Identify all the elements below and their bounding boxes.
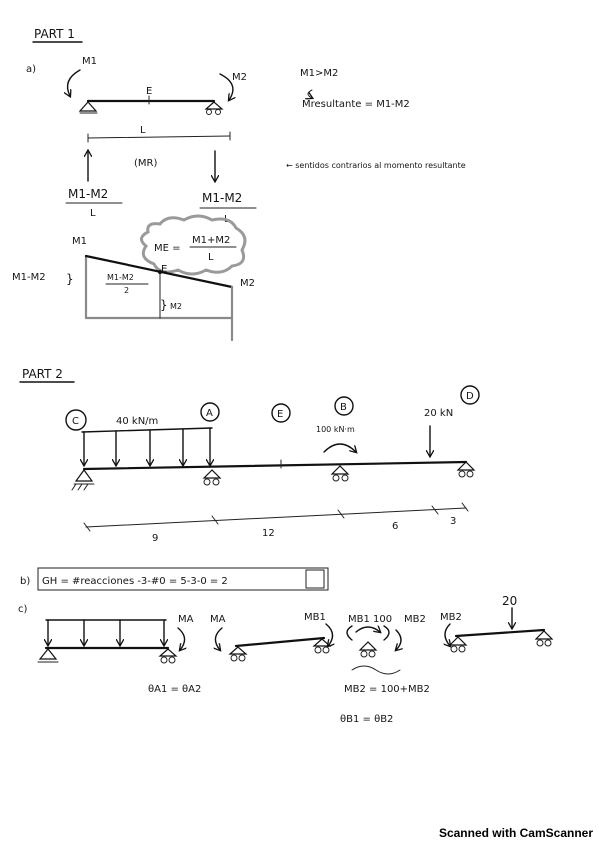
part-b-formula: GH = #reacciones -3-#0 = 5-3-0 = 2 [42,576,228,587]
ma-label-2: MA [210,614,226,625]
diag-m2-bottom: M2 [170,302,182,311]
node-a: A [206,408,213,419]
diag-e: E [161,264,167,275]
me-callout-cloud [140,214,247,276]
part1-l-label: L [140,125,146,136]
mb-left-arc [346,625,353,641]
dim-3: 3 [450,516,456,527]
node-e-circle [271,403,291,423]
part1-condition: M1>M2 [300,68,338,79]
segment-bd [448,628,554,653]
part1-m-r: (MR) [134,158,157,169]
load-20-label: 20 [502,594,517,608]
part1-beam [78,95,224,115]
node-a-circle [200,402,220,422]
mb2-label-1: MB2 [404,614,426,625]
mb-center-arrow [355,627,380,632]
mb1-100-label: MB1 100 [348,614,392,625]
m1-moment-arrow [68,69,81,96]
diag-brace-m2: } [160,298,168,312]
part1-item-a: a) [26,64,36,75]
mb2-arrow-2 [445,623,450,646]
part-b-box [37,567,329,591]
part1-m2: M2 [232,72,247,83]
theta-b-eq: θB1 = θB2 [340,714,393,725]
me-den: L [208,252,214,263]
diag-brace-left: } [66,272,74,286]
me-label: ME = [154,243,181,254]
node-c-circle [65,409,87,431]
node-b: B [340,402,347,413]
camscanner-watermark: Scanned with CamScanner [438,826,593,840]
segment-ab [228,636,332,662]
diag-m1-top: M1 [72,236,87,247]
mr-small-arrow [308,89,312,98]
part1-e-label: E [146,86,152,97]
segment-ca [37,619,178,664]
node-b-circle [334,396,354,416]
mb1-label: MB1 [304,612,326,623]
mb2-squiggle [351,665,401,675]
mb-right-arc [383,625,390,641]
dim-9: 9 [152,533,158,544]
diag-m1-m2: M1-M2 [12,272,46,283]
part1-heading: PART 1 [34,27,75,41]
react-right-num: M1-M2 [202,191,242,205]
part1-note: ← sentidos contrarios al momento resulta… [286,161,466,170]
part1-m1: M1 [82,56,97,67]
part2-dimension-line [83,502,469,532]
node-d-circle [460,385,480,405]
part1-span-line [87,135,231,139]
ma-label-1: MA [178,614,194,625]
part1-moment-diagram [84,254,234,342]
mb2-label-2: MB2 [440,612,462,623]
ma-arrow-1 [177,627,185,650]
dim-6: 6 [392,521,398,532]
part2-moment-arrow [323,443,356,452]
part2-beam [71,459,476,491]
part-b-item: b) [20,576,30,587]
me-num: M1+M2 [192,235,230,246]
load-moment-label: 100 kN·m [316,425,355,434]
diag-frac-num: M1-M2 [107,273,134,282]
m2-moment-arrow [219,73,233,100]
part-b-answer-box [305,569,325,589]
mb2-arrow-1 [396,629,401,650]
react-left-num: M1-M2 [68,187,108,201]
load-point-label: 20 kN [424,408,453,419]
part1-m-result: Mresultante = M1-M2 [302,99,410,110]
support-b [358,641,378,651]
part2-distributed-load [82,427,212,465]
mb1-arrow [325,623,333,646]
diag-frac-den: 2 [124,286,129,295]
dim-12: 12 [262,528,275,539]
ma-arrow-2 [215,627,223,650]
load-dist-label: 40 kN/m [116,416,158,427]
part-c-item: c) [18,604,27,615]
mb2-eq: MB2 = 100+MB2 [344,684,430,695]
theta-a-eq: θA1 = θA2 [148,684,201,695]
node-c: C [72,416,79,427]
node-d: D [466,391,474,402]
part2-heading: PART 2 [22,367,63,381]
react-left-den: L [90,208,96,219]
diag-m2-right: M2 [240,278,255,289]
node-e: E [277,409,283,420]
